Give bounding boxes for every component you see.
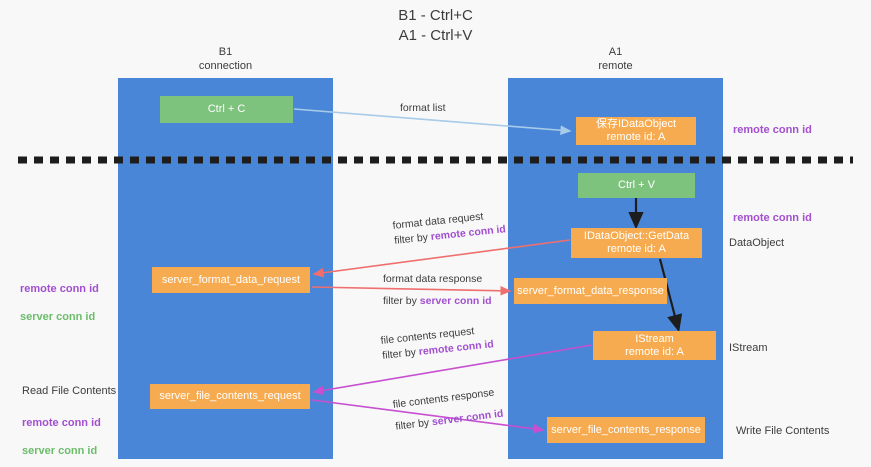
node-server-file-contents-request[interactable]: server_file_contents_request — [150, 384, 310, 409]
filter-key-server-conn-id: server conn id — [431, 407, 505, 429]
edge-label-file-contents-response: file contents response filter by server … — [392, 385, 504, 435]
edge-label-format-list: format list — [400, 102, 446, 114]
node-ctrl-c[interactable]: Ctrl + C — [160, 96, 293, 123]
page-title: B1 - Ctrl+C A1 - Ctrl+V — [398, 7, 473, 44]
label-read-file-contents: Read File Contents — [22, 385, 117, 397]
lane-title-a1: A1 remote — [598, 46, 633, 72]
node-save-idataobject[interactable]: 保存IDataObject remote id: A — [576, 117, 696, 145]
node-ctrl-v[interactable]: Ctrl + V — [578, 173, 695, 198]
label-dataobject: DataObject — [729, 237, 785, 249]
label-write-file-contents: Write File Contents — [736, 425, 830, 437]
filter-prefix: filter by — [381, 346, 420, 362]
filter-prefix: filter by — [383, 295, 420, 307]
label-remote-conn-id-left-2: remote conn id — [22, 417, 101, 429]
label-istream: IStream — [729, 342, 768, 354]
edge-label-file-contents-response-line2: filter by server conn id — [395, 407, 505, 435]
filter-key-server-conn-id: server conn id — [419, 295, 492, 307]
node-idataobject-getdata[interactable]: IDataObject::GetData remote id: A — [571, 228, 702, 258]
label-left-conn-ids-bottom: remote conn id server conn id — [22, 402, 101, 467]
edge-label-format-data-response: format data response filter by server co… — [383, 272, 492, 309]
filter-prefix: filter by — [393, 231, 432, 247]
label-left-conn-ids-middle: remote conn id server conn id — [20, 268, 99, 338]
edge-label-format-data-response-line1: format data response — [383, 273, 483, 285]
node-server-format-data-response[interactable]: server_format_data_response — [514, 278, 667, 304]
label-remote-conn-id-left-1: remote conn id — [20, 283, 99, 295]
node-server-format-data-request[interactable]: server_format_data_request — [152, 267, 310, 293]
filter-prefix: filter by — [394, 416, 433, 433]
label-remote-conn-id-top: remote conn id — [733, 124, 812, 136]
lane-title-b1: B1 connection — [198, 46, 253, 72]
label-remote-conn-id-mid: remote conn id — [733, 212, 812, 224]
node-server-file-contents-response[interactable]: server_file_contents_response — [547, 417, 705, 443]
node-istream[interactable]: IStream remote id: A — [593, 331, 716, 360]
edge-label-file-contents-request: file contents request filter by remote c… — [380, 322, 495, 364]
label-server-conn-id-left-1: server conn id — [20, 311, 96, 323]
edge-label-format-data-response-line2: filter by server conn id — [383, 294, 492, 309]
label-server-conn-id-left-2: server conn id — [22, 445, 98, 457]
edge-label-format-data-request: format data request filter by remote con… — [392, 207, 507, 249]
